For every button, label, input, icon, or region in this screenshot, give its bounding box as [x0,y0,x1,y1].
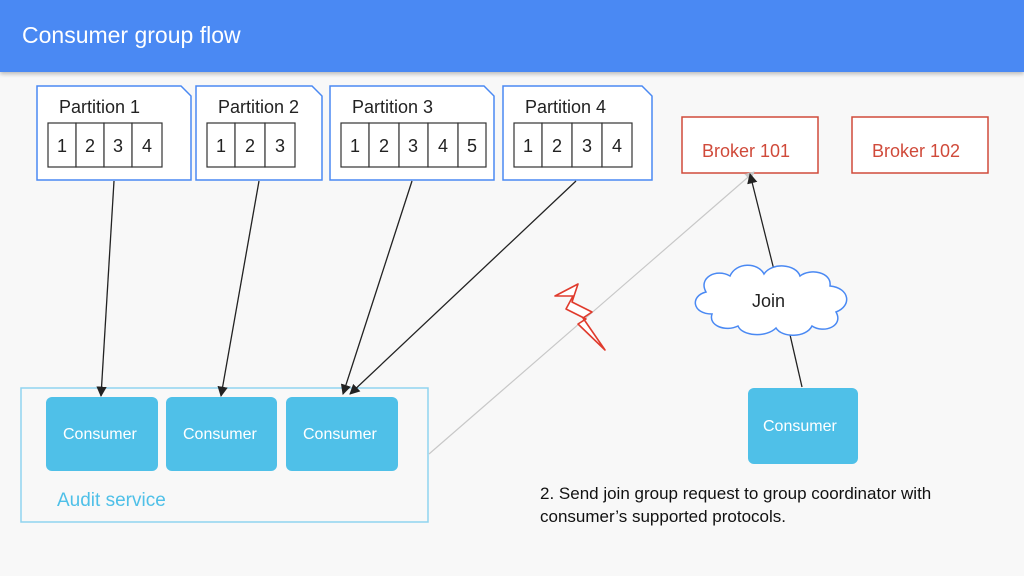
page-title: Consumer group flow [22,22,241,48]
partition-3-cells [340,122,487,168]
partition-4-cell: 3 [582,136,593,156]
join-cloud-icon [694,264,848,336]
partition-3-cell: 3 [408,136,419,156]
partition-3-label: Partition 3 [352,97,434,117]
partition-2-cell: 3 [275,136,286,156]
broker-102-label: Broker 102 [872,141,961,161]
partition-1-cell: 3 [113,136,124,156]
consumer-1-box [46,397,158,471]
partition-4-cell: 2 [552,136,563,156]
partition-3-cell: 2 [379,136,390,156]
partition-4-cells [513,122,633,168]
join-to-broker-arrow [747,172,775,271]
partition-4-label: Partition 4 [525,97,607,117]
partition-1-label: Partition 1 [59,97,141,117]
partition-2-cell: 2 [245,136,256,156]
partition-2-cell: 1 [216,136,227,156]
consumer-1-label: Consumer [63,426,137,443]
arrow-partition-4-to-consumer-3 [349,180,577,395]
partition-2-label: Partition 2 [218,97,300,117]
arrow-partition-1-to-consumer-1 [96,180,115,398]
connection-failure-bolt-icon [554,283,606,351]
consumer-to-join-line [787,325,803,388]
broker-101-label: Broker 101 [702,141,791,161]
consumer-3-label: Consumer [303,426,377,443]
join-label: Join [752,291,786,311]
partition-2-cells [206,122,296,168]
consumer-2-label: Consumer [183,426,257,443]
partition-1-cell: 1 [57,136,68,156]
arrow-partition-3-to-consumer-3 [340,180,413,395]
step-note: 2. Send join group request to group coor… [540,484,932,526]
title-bar: Consumer group flow [0,0,1024,72]
partition-1-cells [47,122,163,168]
broker-102-box [851,116,989,174]
partition-3-cell: 1 [350,136,361,156]
broker-101-box [681,116,819,174]
partition-1-cell: 4 [142,136,153,156]
consumer-2-box [166,397,277,471]
partition-3-cell: 5 [467,136,478,156]
partition-1-cell: 2 [85,136,96,156]
standalone-consumer-box [748,388,858,464]
partition-4-cell: 1 [523,136,534,156]
arrow-partition-2-to-consumer-2 [217,180,260,398]
partition-3-cell: 4 [438,136,449,156]
consumer-3-box [286,397,398,471]
standalone-consumer-label: Consumer [763,418,837,435]
audit-service-label: Audit service [57,490,166,511]
partition-4-cell: 4 [612,136,623,156]
